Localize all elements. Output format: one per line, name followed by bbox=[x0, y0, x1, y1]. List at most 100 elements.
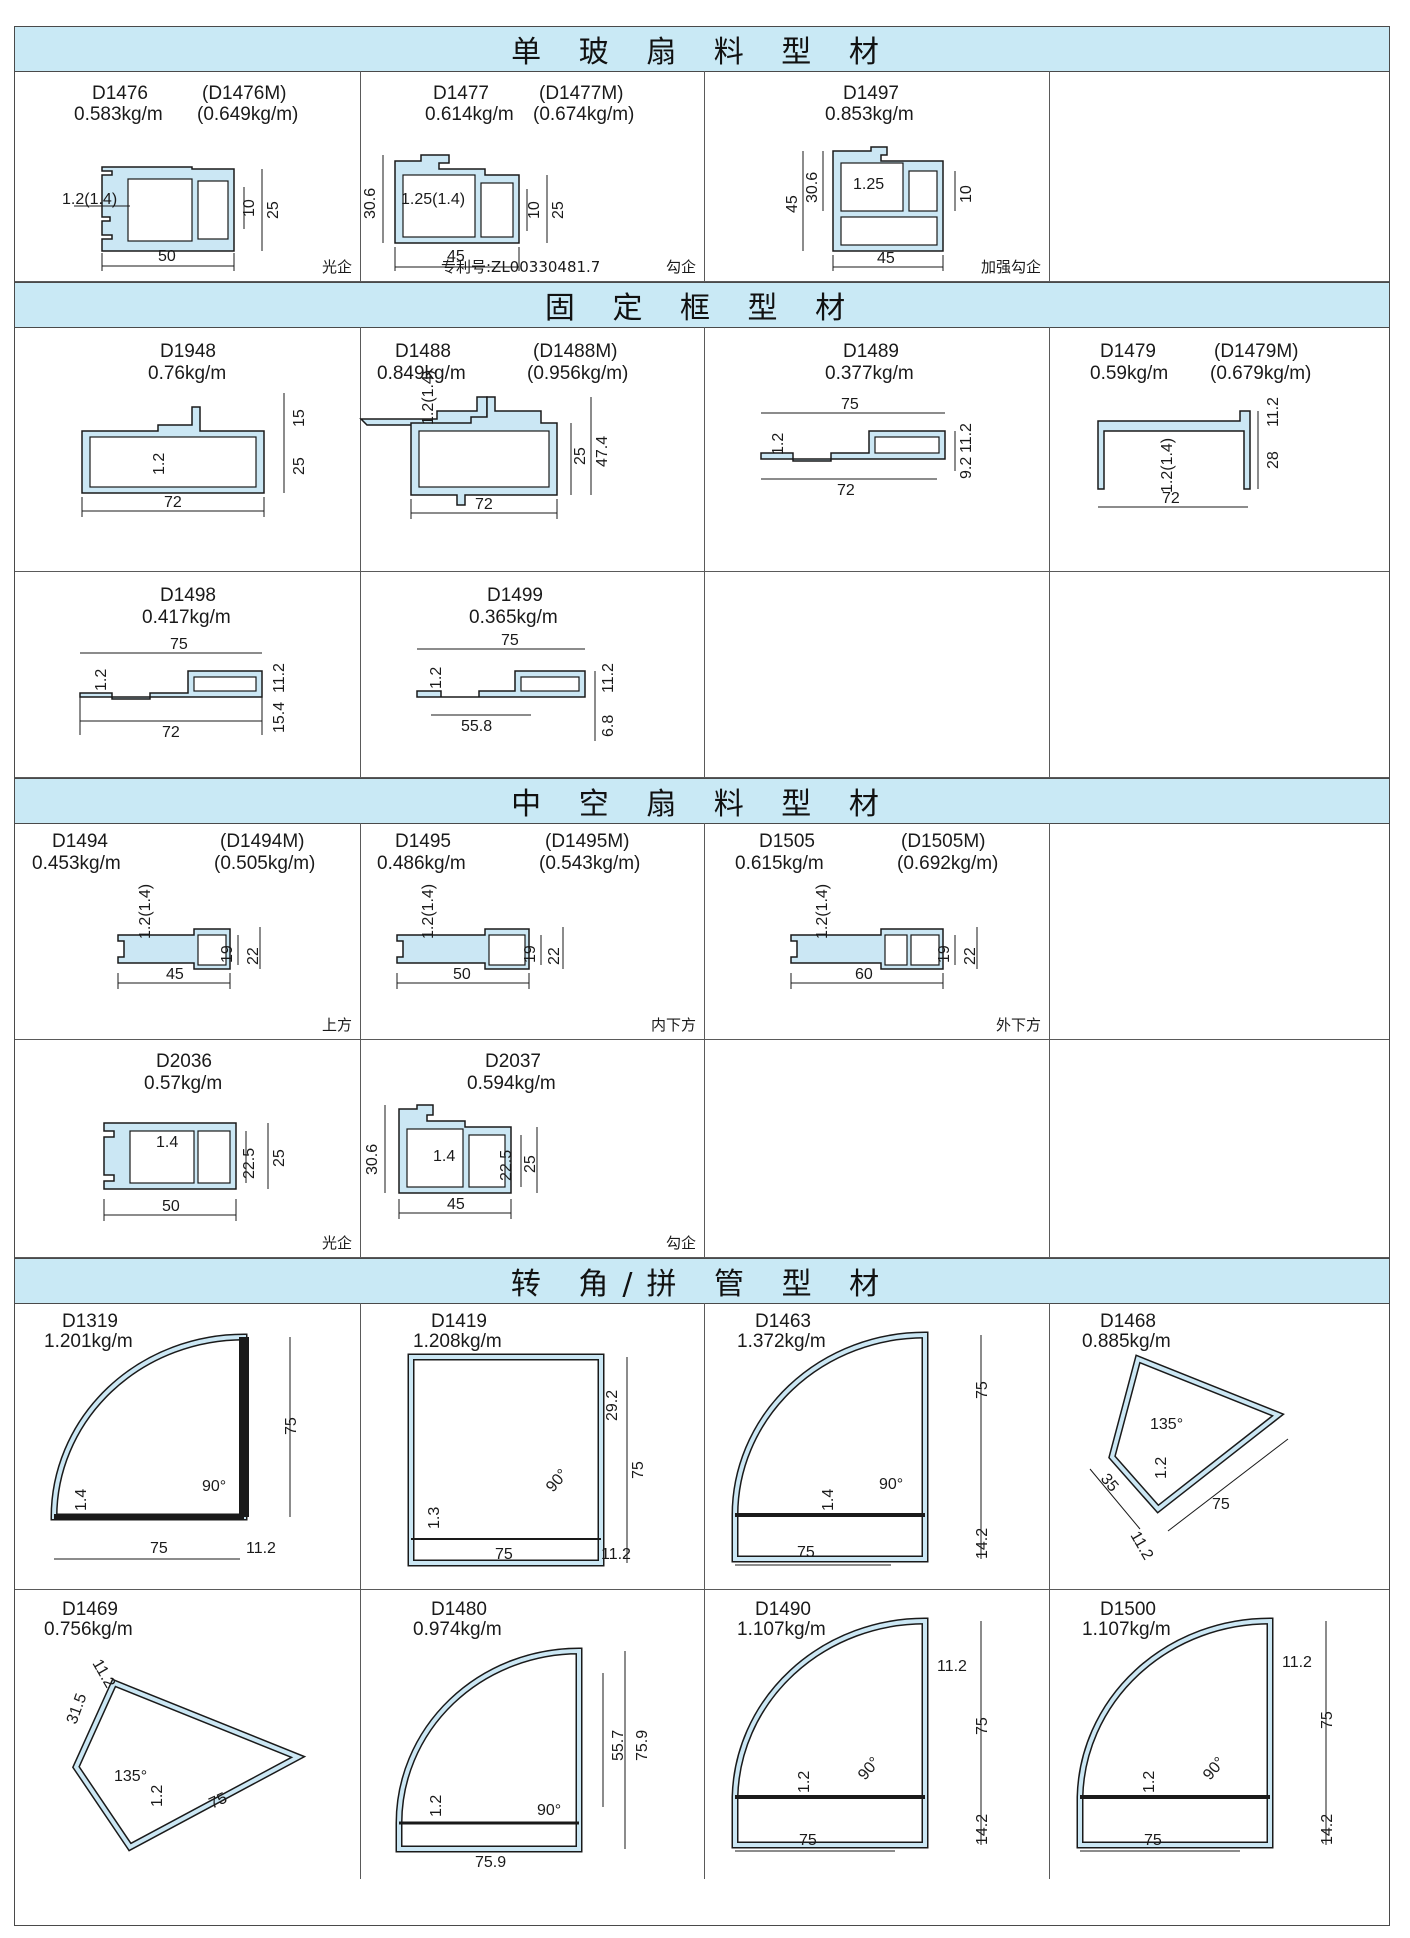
dim-label: 75 bbox=[1212, 1496, 1230, 1513]
profile-weight: 0.756kg/m bbox=[44, 1619, 133, 1640]
profile-weight: 0.417kg/m bbox=[142, 607, 231, 628]
dim-label: 90° bbox=[855, 1754, 884, 1783]
dim-label: 11.2 bbox=[246, 1540, 276, 1557]
dim-label: 75 bbox=[841, 396, 859, 413]
dim-label: 75 bbox=[501, 632, 519, 649]
dim-label: 90° bbox=[537, 1802, 561, 1819]
profile-drawing: 45 30.6 1.25 10 45 bbox=[784, 146, 975, 271]
profile-weight: 0.57kg/m bbox=[144, 1073, 223, 1094]
profile-card-D2037: D2037 0.594kg/m 30.6 1.4 22.5 25 45 勾企 bbox=[361, 1039, 705, 1257]
profile-weight: 1.107kg/m bbox=[1082, 1619, 1171, 1640]
dim-label: 22.5 bbox=[498, 1150, 515, 1181]
profile-drawing: 1.2(1.4) 19 22 60 bbox=[790, 884, 979, 989]
profile-weight: 0.453kg/m bbox=[32, 853, 121, 874]
dim-label: 35 bbox=[1097, 1471, 1122, 1496]
dim-label: 11.2 bbox=[601, 1546, 631, 1563]
profile-code: D1497 bbox=[843, 83, 899, 104]
dim-label: 10 bbox=[526, 201, 543, 219]
dim-label: 90° bbox=[543, 1466, 572, 1495]
profile-code: D1463 bbox=[755, 1311, 811, 1332]
profile-drawing: 11.2 75 1.2 90° 75 14.2 bbox=[1076, 1617, 1336, 1852]
dim-label: 1.2 bbox=[1153, 1457, 1170, 1479]
dim-label: 11.2 bbox=[958, 423, 975, 453]
profile-note: 内下方 bbox=[650, 1016, 696, 1034]
empty-cell bbox=[1050, 571, 1390, 777]
dim-label: 14.2 bbox=[974, 1814, 991, 1845]
empty-cell bbox=[705, 571, 1050, 777]
profile-row: D1498 0.417kg/m 75 1.2 11.2 15.4 72 D149… bbox=[14, 571, 1390, 778]
dim-label: 1.2(1.4) bbox=[62, 191, 117, 208]
profile-note: 勾企 bbox=[665, 258, 696, 276]
dim-label: 72 bbox=[1162, 490, 1180, 507]
dim-label: 15 bbox=[291, 409, 308, 427]
profile-code: D1490 bbox=[755, 1599, 811, 1620]
profile-code: D1498 bbox=[160, 585, 216, 606]
dim-label: 75 bbox=[150, 1540, 168, 1557]
profile-code: D1468 bbox=[1100, 1311, 1156, 1332]
dim-label: 11.2 bbox=[937, 1658, 967, 1675]
profile-card-D1499: D1499 0.365kg/m 75 1.2 11.2 55.8 6.8 bbox=[361, 571, 705, 777]
dim-label: 75 bbox=[207, 1790, 230, 1813]
dim-label: 11.2 bbox=[1282, 1654, 1312, 1671]
profile-code: D1499 bbox=[487, 585, 543, 606]
dim-label: 75.9 bbox=[634, 1730, 651, 1761]
dim-label: 1.3 bbox=[426, 1507, 443, 1529]
profile-code: D1495 bbox=[395, 831, 451, 852]
profile-drawing: 135° 35 1.2 75 11.2 bbox=[1089, 1354, 1289, 1563]
dim-label: 19 bbox=[522, 945, 539, 963]
profile-card-D1505: D1505 (D1505M) 0.615kg/m (0.692kg/m) 1.2… bbox=[705, 823, 1050, 1039]
profile-row: D1948 0.76kg/m 15 1.2 25 72 D1488 (D1488… bbox=[14, 327, 1390, 572]
dim-label: 30.6 bbox=[362, 188, 379, 219]
dim-label: 22 bbox=[546, 947, 563, 965]
profile-code: D2037 bbox=[485, 1051, 541, 1072]
patent-number: 专利号:ZL00330481.7 bbox=[441, 258, 601, 276]
section-title: 单 玻 扇 料 型 材 bbox=[511, 35, 893, 70]
profile-card-D1488: D1488 (D1488M) 0.849kg/m (0.956kg/m) bbox=[359, 327, 705, 571]
dim-label: 50 bbox=[162, 1198, 180, 1215]
profile-weight: 1.208kg/m bbox=[413, 1331, 502, 1352]
dim-label: 1.4 bbox=[156, 1134, 178, 1151]
dim-label: 45 bbox=[784, 195, 801, 213]
dim-label: 25 bbox=[271, 1149, 288, 1167]
dim-label: 19 bbox=[219, 945, 236, 963]
profile-card-D1500: D1500 1.107kg/m 11.2 75 1.2 90° 75 14.2 bbox=[1050, 1589, 1390, 1879]
profile-code: D1500 bbox=[1100, 1599, 1156, 1620]
profile-drawing: 1.2(1.4) 10 25 50 bbox=[62, 166, 282, 271]
dim-label: 45 bbox=[447, 1196, 465, 1213]
profile-note: 光企 bbox=[321, 258, 352, 276]
dim-label: 72 bbox=[837, 482, 855, 499]
profile-card-D1479: D1479 (D1479M) 0.59kg/m (0.679kg/m) 11.2… bbox=[1050, 327, 1390, 571]
profile-card-D1468: D1468 0.885kg/m 135° 35 1.2 75 11.2 bbox=[1050, 1303, 1390, 1589]
empty-cell bbox=[705, 1039, 1050, 1257]
dim-label: 75 bbox=[1319, 1711, 1336, 1729]
profile-row: D1476 (D1476M) 0.583kg/m (0.649kg/m) 1.2… bbox=[14, 71, 1390, 282]
dim-label: 75 bbox=[799, 1832, 817, 1849]
profile-alt-weight: (0.956kg/m) bbox=[527, 363, 629, 384]
dim-label: 1.4 bbox=[433, 1148, 455, 1165]
dim-label: 14.2 bbox=[1319, 1814, 1336, 1845]
dim-label: 1.4 bbox=[820, 1489, 837, 1511]
dim-label: 1.4 bbox=[73, 1489, 90, 1511]
dim-label: 1.2 bbox=[1141, 1771, 1158, 1793]
dim-label: 1.2 bbox=[428, 1795, 445, 1817]
profile-alt-code: (D1477M) bbox=[539, 83, 624, 104]
profile-drawing: 55.7 75.9 1.2 90° 75.9 bbox=[395, 1647, 651, 1871]
profile-drawing: 75 1.2 11.2 15.4 72 bbox=[79, 636, 288, 741]
dim-label: 72 bbox=[164, 494, 182, 511]
profile-weight: 0.583kg/m bbox=[74, 104, 163, 125]
dim-label: 1.2(1.4) bbox=[814, 884, 831, 939]
profile-drawing: 29.2 75 90° 1.3 75 11.2 bbox=[407, 1353, 647, 1567]
profile-weight: 0.594kg/m bbox=[467, 1073, 556, 1094]
profile-note: 外下方 bbox=[995, 1016, 1041, 1034]
dim-label: 75 bbox=[283, 1417, 300, 1435]
dim-label: 47.4 bbox=[594, 436, 611, 467]
profile-code: D1488 bbox=[395, 341, 451, 362]
dim-label: 19 bbox=[936, 945, 953, 963]
dim-label: 135° bbox=[114, 1768, 147, 1785]
dim-label: 1.2 bbox=[796, 1771, 813, 1793]
profile-alt-weight: (0.543kg/m) bbox=[539, 853, 641, 874]
dim-label: 11.2 bbox=[1265, 397, 1282, 427]
profile-drawing: 11.2 75 1.2 90° 75 14.2 bbox=[731, 1617, 991, 1852]
profile-card-D1490: D1490 1.107kg/m 11.2 75 1.2 90° 75 14.2 bbox=[705, 1589, 1050, 1879]
profile-weight: 1.107kg/m bbox=[737, 1619, 826, 1640]
